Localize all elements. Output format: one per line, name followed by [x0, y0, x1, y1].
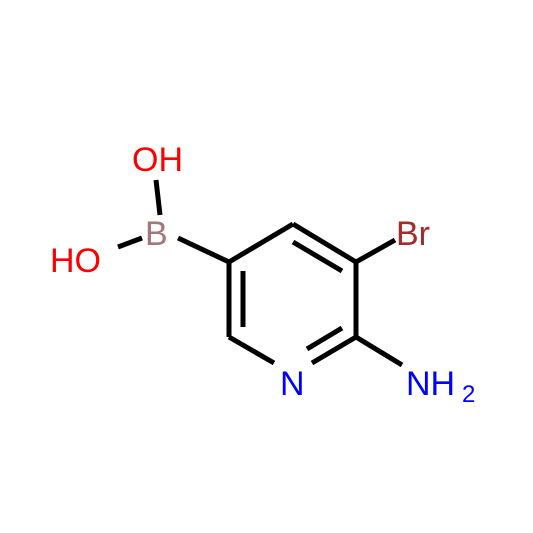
bromine-label: Br [396, 215, 430, 253]
bond-c5-b [176, 235, 231, 265]
oh-left-label: HO [50, 242, 101, 280]
amine-label: NH [406, 365, 455, 403]
bond-c2-n-inner [305, 325, 344, 352]
bond-b-o-top [153, 179, 163, 216]
bond-b-o-left [117, 235, 143, 250]
oh-top-label: OH [132, 141, 183, 179]
ring-nitrogen-label: N [280, 365, 305, 403]
bond-c3-br [354, 237, 397, 265]
bond-c2-nh2 [354, 334, 404, 368]
bond-c2-n [310, 334, 358, 366]
boron-label: B [145, 215, 168, 253]
amine-subscript: 2 [462, 381, 475, 408]
bond-c4-c3 [291, 221, 358, 265]
bond-n-c6 [227, 334, 276, 366]
bond-c4-c3-inner [291, 239, 344, 274]
bond-c5-c4 [227, 221, 295, 265]
